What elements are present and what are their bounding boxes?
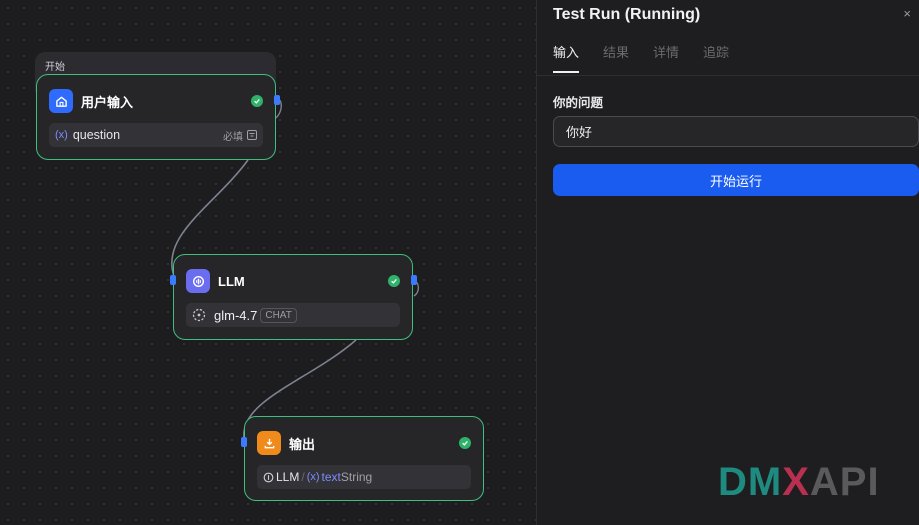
tabs-divider (537, 75, 919, 76)
llm-icon (263, 472, 274, 483)
panel-tabs: 输入 结果 详情 追踪 (553, 42, 729, 73)
model-name: glm-4.7 (214, 307, 258, 323)
input-handle[interactable] (170, 275, 176, 285)
node-title: 输出 (289, 436, 316, 452)
path-separator: / (301, 470, 305, 484)
model-icon (192, 308, 206, 322)
tab-input[interactable]: 输入 (553, 42, 580, 73)
menu-icon (247, 130, 257, 140)
question-label: 你的问题 (553, 96, 604, 110)
node-header: LLM (186, 269, 400, 293)
output-handle[interactable] (411, 275, 417, 285)
tab-detail[interactable]: 详情 (653, 45, 680, 60)
workflow-canvas[interactable]: 开始 用户输入 (x) question 必填 (0, 0, 536, 525)
tab-trace[interactable]: 追踪 (703, 45, 730, 60)
panel-title: Test Run (Running) (553, 6, 701, 23)
close-icon[interactable]: × (903, 6, 911, 21)
output-variable-field[interactable]: LLM / (x) text String (257, 465, 471, 489)
variable-icon: (x) (55, 129, 68, 141)
input-handle[interactable] (241, 437, 247, 447)
variable-icon: (x) (306, 471, 320, 483)
check-circle-icon (459, 437, 471, 449)
output-node[interactable]: 输出 LLM / (x) text String (241, 416, 484, 501)
user-input-node[interactable]: 用户输入 (x) question 必填 (36, 74, 280, 160)
output-handle[interactable] (274, 95, 280, 105)
question-input[interactable] (553, 116, 919, 147)
node-header: 用户输入 (49, 89, 263, 113)
variable-name: question (72, 128, 121, 142)
input-variable-field[interactable]: (x) question 必填 (49, 123, 263, 147)
required-label: 必填 (223, 131, 243, 143)
llm-icon (186, 269, 210, 293)
check-circle-icon (388, 275, 400, 287)
test-run-panel: Test Run (Running) × 输入 结果 详情 追踪 你的问题 开始… (536, 0, 919, 525)
start-run-button[interactable]: 开始运行 (553, 164, 919, 196)
node-title: LLM (218, 273, 245, 289)
output-icon (257, 431, 281, 455)
node-header: 输出 (257, 431, 471, 455)
variable-name: text (321, 470, 341, 484)
node-title: 用户输入 (81, 94, 134, 110)
llm-node[interactable]: LLM glm-4.7 CHAT (170, 254, 417, 340)
start-group-label: 开始 (45, 62, 65, 73)
variable-type: String (340, 470, 373, 484)
check-circle-icon (251, 95, 263, 107)
model-mode-badge: CHAT (260, 307, 297, 323)
home-icon (49, 89, 73, 113)
model-selector[interactable]: glm-4.7 CHAT (186, 303, 400, 327)
watermark-logo: DMXAPI (718, 460, 880, 504)
source-node-name: LLM (276, 470, 300, 484)
tab-result[interactable]: 结果 (603, 45, 630, 60)
